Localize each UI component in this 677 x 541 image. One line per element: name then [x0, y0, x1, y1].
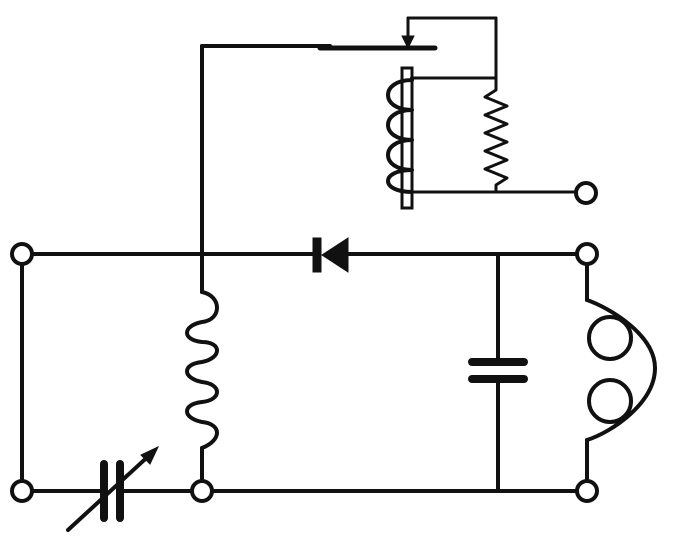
- terminal-output-top: [575, 242, 599, 266]
- terminal-output-bottom: [575, 479, 599, 503]
- terminal-junction-bottom: [190, 479, 214, 503]
- tuning-capacitor: [66, 445, 160, 532]
- slider-contact: [317, 16, 498, 82]
- terminal-coupler-output: [574, 181, 598, 205]
- terminals: [10, 181, 599, 503]
- bypass-capacitor: [468, 358, 528, 383]
- wires: [20, 44, 589, 493]
- coupling-coil: [386, 66, 578, 210]
- tuning-coil: [185, 290, 219, 450]
- terminal-input-bottom: [10, 479, 34, 503]
- terminal-input-top: [10, 242, 34, 266]
- detector-diode: [312, 237, 349, 273]
- earphones: [585, 298, 657, 442]
- resistor: [483, 78, 509, 194]
